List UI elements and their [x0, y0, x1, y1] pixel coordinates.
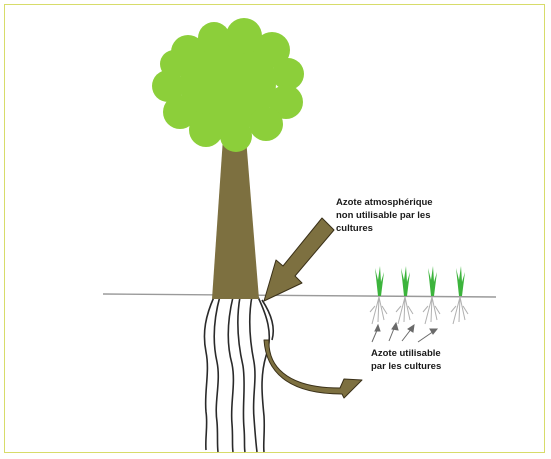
atmospheric-arrow: [264, 218, 334, 301]
root-strand: [258, 297, 269, 452]
release-arrow: [264, 340, 362, 398]
atmospheric-nitrogen-label: Azote atmosphérique non utilisable par l…: [336, 196, 433, 235]
root-strand: [214, 296, 220, 452]
uptake-arrow: [418, 331, 434, 342]
tree-roots: [204, 296, 273, 452]
label-line: non utilisable par les: [336, 209, 433, 222]
label-line: Azote atmosphérique: [336, 196, 433, 209]
seedling: [451, 266, 468, 324]
root-strand: [228, 297, 233, 452]
root-strand: [238, 297, 245, 452]
label-line: par les cultures: [371, 360, 441, 373]
seedling: [370, 266, 387, 324]
ground-line: [103, 294, 496, 297]
root-strand: [250, 296, 257, 452]
usable-nitrogen-label: Azote utilisable par les cultures: [371, 347, 441, 373]
uptake-arrows: [372, 323, 437, 342]
tree-foliage: [152, 18, 304, 152]
label-line: Azote utilisable: [371, 347, 441, 360]
root-strand: [204, 297, 214, 450]
seedling: [423, 266, 440, 324]
label-line: cultures: [336, 222, 433, 235]
tree-trunk: [212, 138, 259, 299]
seedling: [396, 266, 413, 324]
